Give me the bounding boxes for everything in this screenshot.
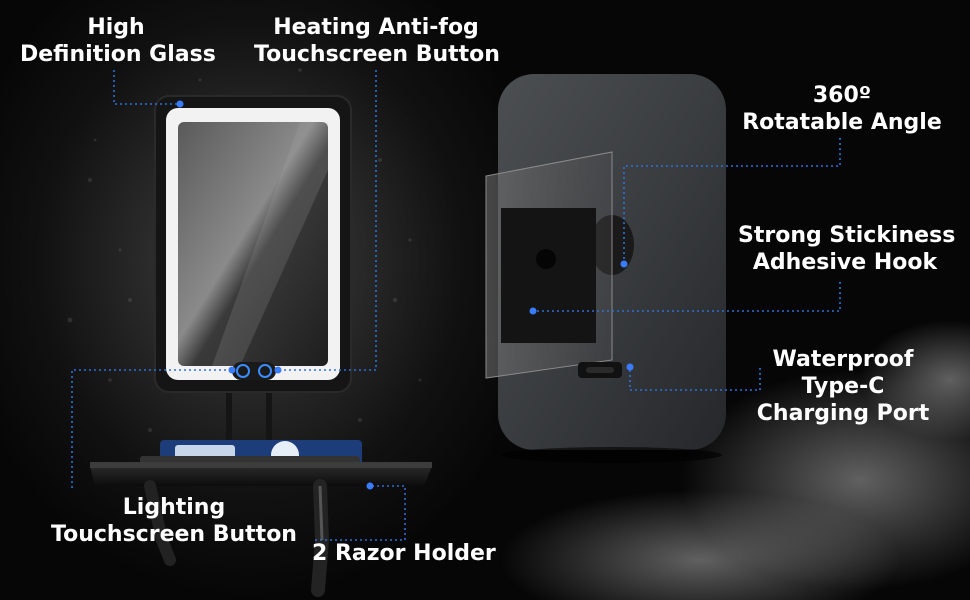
feature-label-line: Touchscreen Button <box>51 522 297 547</box>
smoke-cloud <box>860 320 970 440</box>
feature-label-razor: 2 Razor Holder <box>312 540 496 567</box>
mirror-product <box>154 95 352 442</box>
feature-label-line: Lighting <box>122 495 226 520</box>
feature-label-lighting: Lighting Touchscreen Button <box>50 494 298 548</box>
callout-dots <box>176 100 634 490</box>
smoke-cloud <box>500 490 900 600</box>
callout-lines <box>71 70 841 541</box>
feature-label-line: Definition Glass <box>20 42 216 67</box>
feature-label-rotate: 360º Rotatable Angle <box>742 82 942 136</box>
feature-label-line: High <box>87 15 145 40</box>
feature-label-line: Charging Port <box>756 401 930 426</box>
feature-label-line: Strong Stickiness <box>738 223 956 248</box>
feature-label-line: Adhesive Hook <box>752 250 938 275</box>
razor-shelf <box>90 440 432 597</box>
feature-label-line: 2 Razor Holder <box>312 541 496 566</box>
feature-label-antifog: Heating Anti-fog Touchscreen Button <box>254 14 500 68</box>
feature-label-line: 360º <box>812 83 872 108</box>
adhesive-hook-product <box>485 74 726 463</box>
feature-label-line: Rotatable Angle <box>742 110 942 135</box>
feature-label-line: Type-C <box>801 374 885 399</box>
lighting-touch-icon <box>236 364 250 378</box>
feature-label-hook: Strong Stickiness Adhesive Hook <box>738 222 956 276</box>
feature-label-port: Waterproof Type-C Charging Port <box>748 346 938 427</box>
feature-label-glass: High Definition Glass <box>20 14 216 68</box>
feature-label-line: Touchscreen Button <box>254 42 500 67</box>
feature-label-line: Waterproof <box>772 347 914 372</box>
antifog-touch-icon <box>258 364 272 378</box>
feature-label-line: Heating Anti-fog <box>273 15 479 40</box>
